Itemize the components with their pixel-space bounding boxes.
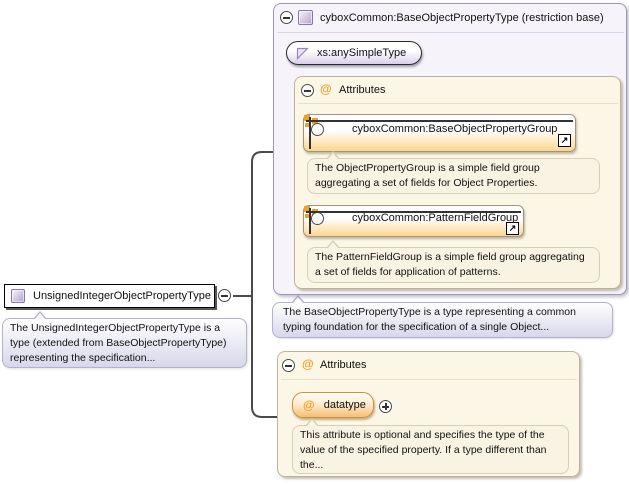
header-divider (281, 379, 577, 380)
attributes-header: Attributes (320, 359, 367, 371)
bubble-notch (305, 418, 319, 426)
header-divider (277, 32, 624, 33)
expand-toggle[interactable] (311, 122, 324, 136)
expand-toggle[interactable] (311, 211, 324, 225)
base-simple-type-label: xs:anySimpleType (317, 47, 407, 59)
attribute-name: datatype (323, 399, 366, 411)
group-description-bubble: The ObjectPropertyGroup is a simple fiel… (307, 151, 600, 194)
base-type-description: The BaseObjectPropertyType is a type rep… (283, 306, 576, 333)
at-icon: @ (320, 82, 332, 96)
attributes-header: Attributes (339, 84, 386, 96)
attributes-collapse-toggle[interactable] (301, 84, 314, 97)
attribute-description-bubble: This attribute is optional and specifies… (292, 418, 569, 474)
bubble-notch (33, 311, 47, 319)
jump-to-definition-icon[interactable]: ↗ (558, 134, 571, 147)
base-simple-type-pill[interactable]: xs:anySimpleType (286, 41, 422, 65)
attribute-group-icon (304, 115, 344, 136)
complex-type-icon (298, 10, 313, 25)
base-type-panel: cyboxCommon:BaseObjectPropertyType (rest… (273, 3, 627, 295)
base-attributes-section: @ Attributes cyboxCommon:BaseObjectPrope… (294, 76, 621, 289)
jump-to-definition-icon[interactable]: ↗ (506, 222, 519, 235)
attribute-group-icon (304, 206, 344, 225)
group-description: The ObjectPropertyGroup is a simple fiel… (315, 162, 540, 189)
group-description: The PatternFieldGroup is a simple field … (315, 251, 585, 278)
attributes-collapse-toggle[interactable] (282, 359, 295, 372)
base-panel-title: cyboxCommon:BaseObjectPropertyType (rest… (320, 12, 604, 24)
header-divider (298, 103, 618, 104)
bubble-notch (291, 295, 305, 303)
bubble-notch (326, 151, 340, 159)
simple-type-icon (296, 47, 309, 60)
attribute-group-label: cyboxCommon:BaseObjectPropertyGroup (352, 123, 558, 135)
attribute-group-pattern-field-group[interactable]: cyboxCommon:PatternFieldGroup ↗ (303, 205, 524, 237)
main-type-description-bubble: The UnsignedIntegerObjectPropertyType is… (2, 311, 247, 368)
attribute-group-label: cyboxCommon:PatternFieldGroup (352, 212, 519, 224)
base-type-description-bubble: The BaseObjectPropertyType is a type rep… (272, 295, 613, 338)
main-type-description: The UnsignedIntegerObjectPropertyType is… (10, 322, 227, 364)
bubble-notch (326, 240, 340, 248)
at-icon: @ (303, 397, 315, 412)
main-type-label: UnsignedIntegerObjectPropertyType (33, 290, 211, 302)
expand-toggle[interactable] (379, 400, 392, 413)
complex-type-icon (11, 289, 25, 303)
at-icon: @ (302, 357, 314, 371)
main-type-box[interactable]: UnsignedIntegerObjectPropertyType (4, 284, 215, 308)
attribute-description: This attribute is optional and specifies… (300, 429, 547, 471)
own-attributes-panel: @ Attributes @ datatype This attribute i… (277, 351, 580, 477)
group-description-bubble: The PatternFieldGroup is a simple field … (307, 240, 600, 283)
main-type-collapse-toggle[interactable] (218, 289, 231, 302)
attribute-datatype-pill[interactable]: @ datatype (292, 392, 374, 418)
base-panel-collapse-toggle[interactable] (280, 11, 293, 24)
attribute-group-base-object-property-group[interactable]: cyboxCommon:BaseObjectPropertyGroup ↗ (303, 114, 576, 152)
